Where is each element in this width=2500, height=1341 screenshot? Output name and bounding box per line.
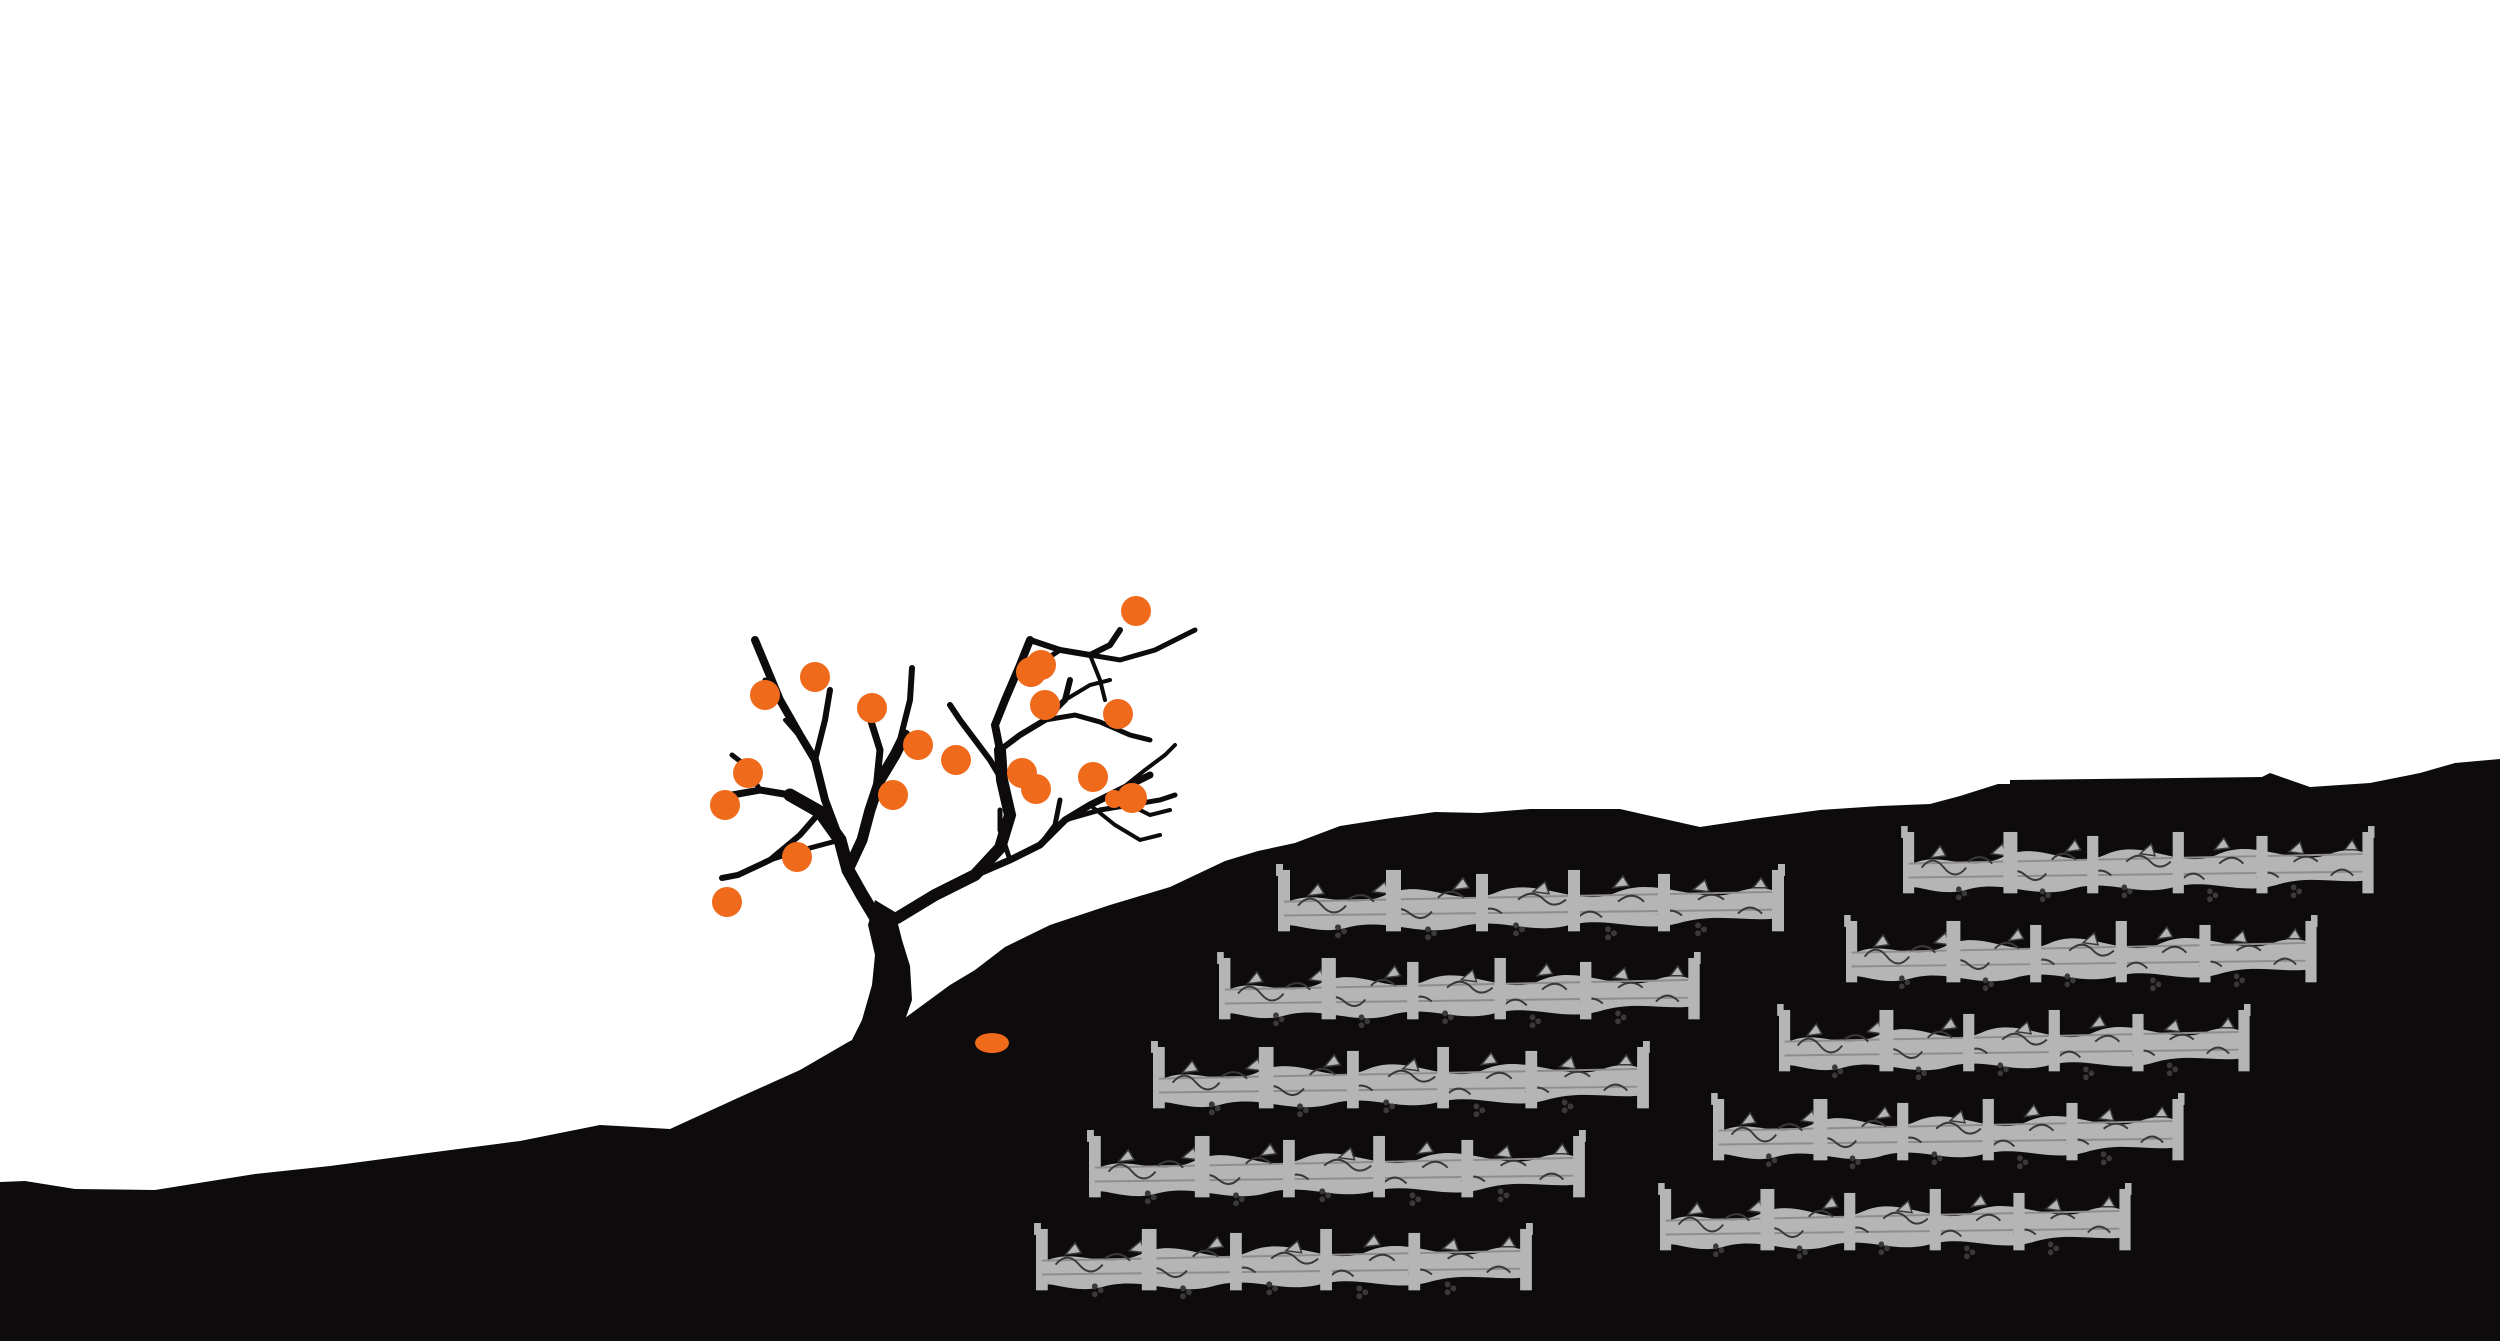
persimmon-fruit [1016,657,1046,687]
persimmon-fruit [782,842,812,872]
persimmon-fruit [1078,762,1108,792]
persimmon-fruit [1039,691,1057,709]
persimmon-fruit [712,887,742,917]
persimmon-fruit [750,680,780,710]
persimmon-fruit [1117,783,1147,813]
persimmon-fruit [733,758,763,788]
persimmon-fruit [1021,774,1051,804]
fruit-cluster [710,596,1151,917]
persimmon-fruit [857,693,887,723]
tree-trunk [848,900,912,1048]
persimmon-fruit [878,780,908,810]
fruit-tree [710,596,1198,1048]
persimmon-fruit [941,745,971,775]
persimmon-fruit [1103,699,1133,729]
persimmon-fruit [1121,596,1151,626]
hill-silhouette [0,759,2500,1341]
fallen-persimmon [975,1033,1009,1053]
persimmon-fruit [800,662,830,692]
persimmon-fruit [1105,790,1123,808]
tree-branches [711,627,1198,932]
persimmon-fruit [903,730,933,760]
persimmon-fruit [710,790,740,820]
